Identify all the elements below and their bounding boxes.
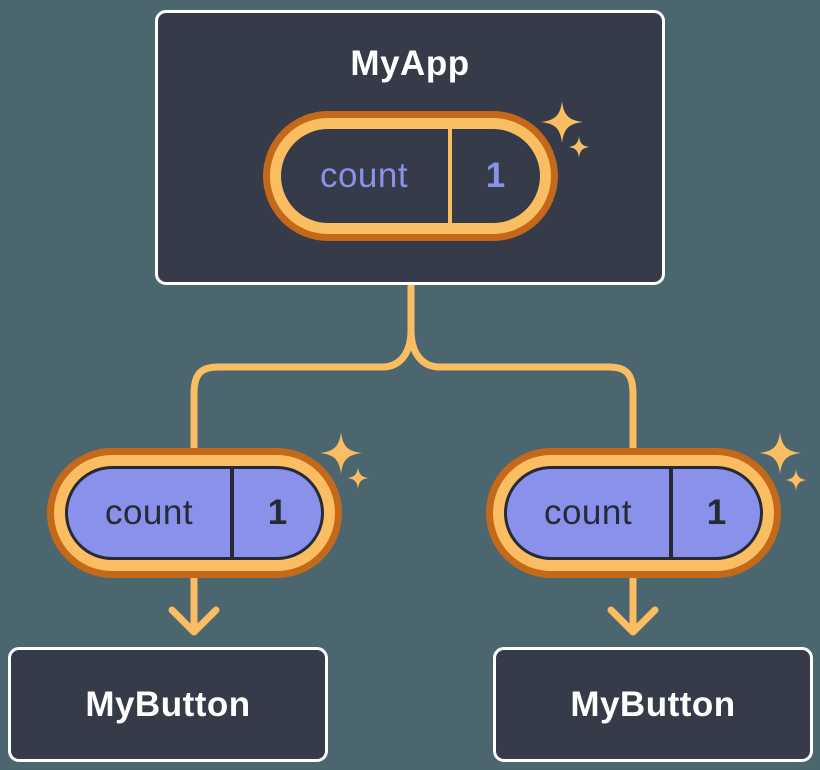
state-pill-child-2: count 1 bbox=[486, 448, 781, 578]
component-title: MyButton bbox=[570, 684, 736, 724]
state-divider bbox=[447, 129, 452, 223]
sparkle-icon bbox=[320, 432, 369, 489]
state-pill-core: count 1 bbox=[280, 129, 540, 223]
state-key-label: count bbox=[543, 493, 633, 532]
component-title: MyApp bbox=[350, 44, 470, 83]
connector-branch-left bbox=[190, 279, 415, 456]
state-pill-core: count 1 bbox=[65, 466, 324, 560]
sparkle-icon bbox=[759, 432, 807, 491]
sparkle-icon bbox=[541, 101, 590, 158]
state-pill-ring: count 1 bbox=[269, 118, 551, 234]
arrow-down-right-icon bbox=[607, 572, 659, 636]
connector-branch-right bbox=[407, 279, 637, 456]
state-pill-root: count 1 bbox=[262, 111, 558, 241]
state-value-label: 1 bbox=[267, 493, 288, 532]
component-box-mybutton-1: MyButton bbox=[8, 647, 328, 762]
state-value-label: 1 bbox=[706, 493, 727, 532]
state-pill-ring: count 1 bbox=[54, 455, 335, 571]
state-pill-child-1: count 1 bbox=[47, 448, 342, 578]
component-title: MyButton bbox=[85, 684, 251, 724]
arrow-down-left-icon bbox=[168, 572, 220, 636]
state-pill-core: count 1 bbox=[504, 466, 763, 560]
state-divider bbox=[669, 469, 673, 557]
state-key-label: count bbox=[104, 493, 194, 532]
state-pill-ring: count 1 bbox=[493, 455, 774, 571]
state-key-label: count bbox=[319, 156, 409, 195]
state-value-label: 1 bbox=[485, 156, 506, 195]
state-divider bbox=[230, 469, 234, 557]
component-box-mybutton-2: MyButton bbox=[493, 647, 813, 762]
